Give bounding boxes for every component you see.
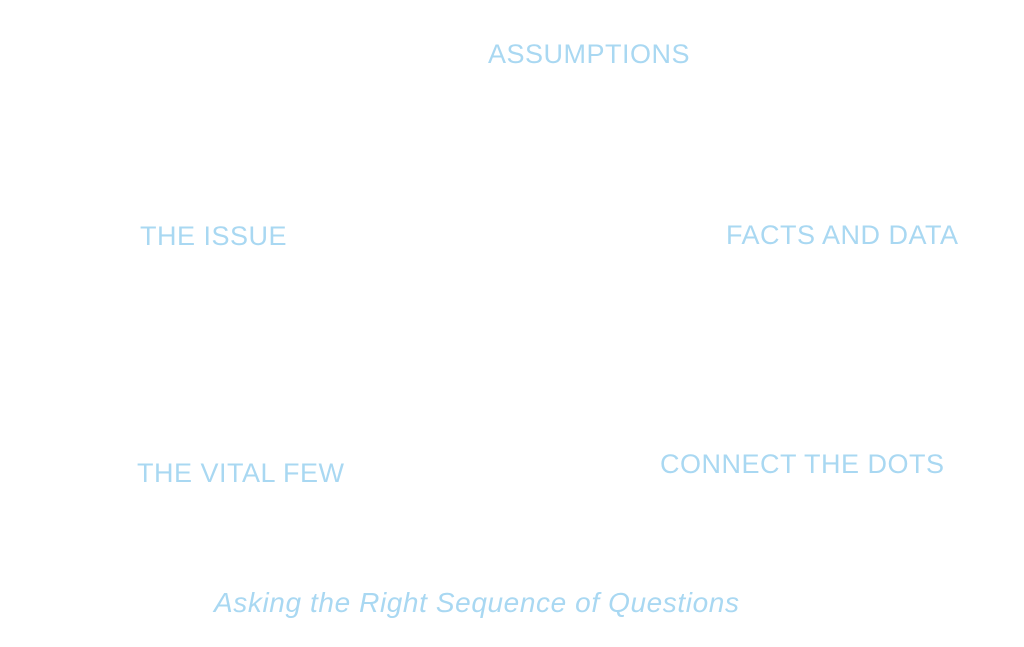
node-facts-and-data: FACTS AND DATA	[726, 220, 959, 250]
node-assumptions: ASSUMPTIONS	[488, 39, 691, 69]
node-the-issue: THE ISSUE	[140, 221, 288, 251]
node-the-vital-few: THE VITAL FEW	[137, 458, 345, 488]
diagram-caption: Asking the Right Sequence of Questions	[214, 587, 740, 618]
node-connect-the-dots: CONNECT THE DOTS	[660, 449, 945, 479]
